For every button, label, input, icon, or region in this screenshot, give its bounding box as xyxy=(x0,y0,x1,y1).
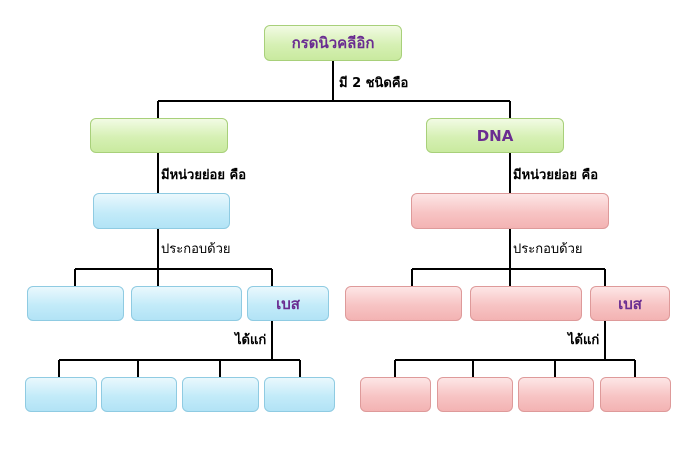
node-left-base-2 xyxy=(101,377,177,412)
node-right-base: เบส xyxy=(590,286,670,321)
label-right-namely: ได้แก่ xyxy=(568,333,600,348)
node-left-base: เบส xyxy=(247,286,329,321)
label-right-subunit: มีหน่วยย่อย คือ xyxy=(513,168,599,183)
node-right-unit xyxy=(411,193,609,229)
node-root: กรดนิวคลีอิก xyxy=(264,25,402,61)
label-right-composed: ประกอบด้วย xyxy=(513,242,583,257)
node-left-part-2 xyxy=(131,286,242,321)
node-right-base-1 xyxy=(360,377,431,412)
node-left-base-4 xyxy=(264,377,335,412)
node-right-base-4 xyxy=(600,377,671,412)
label-left-namely: ได้แก่ xyxy=(235,333,267,348)
node-right-type: DNA xyxy=(426,118,564,153)
label-left-subunit: มีหน่วยย่อย คือ xyxy=(161,168,247,183)
node-left-unit xyxy=(93,193,230,229)
node-right-part-2 xyxy=(470,286,582,321)
node-left-part-1 xyxy=(27,286,124,321)
node-left-type xyxy=(90,118,228,153)
node-left-base-3 xyxy=(182,377,259,412)
node-left-base-1 xyxy=(25,377,97,412)
node-right-part-1 xyxy=(345,286,462,321)
label-has-two-types: มี 2 ชนิดคือ xyxy=(339,76,409,91)
label-left-composed: ประกอบด้วย xyxy=(161,242,231,257)
node-right-base-2 xyxy=(437,377,513,412)
node-right-base-3 xyxy=(518,377,594,412)
